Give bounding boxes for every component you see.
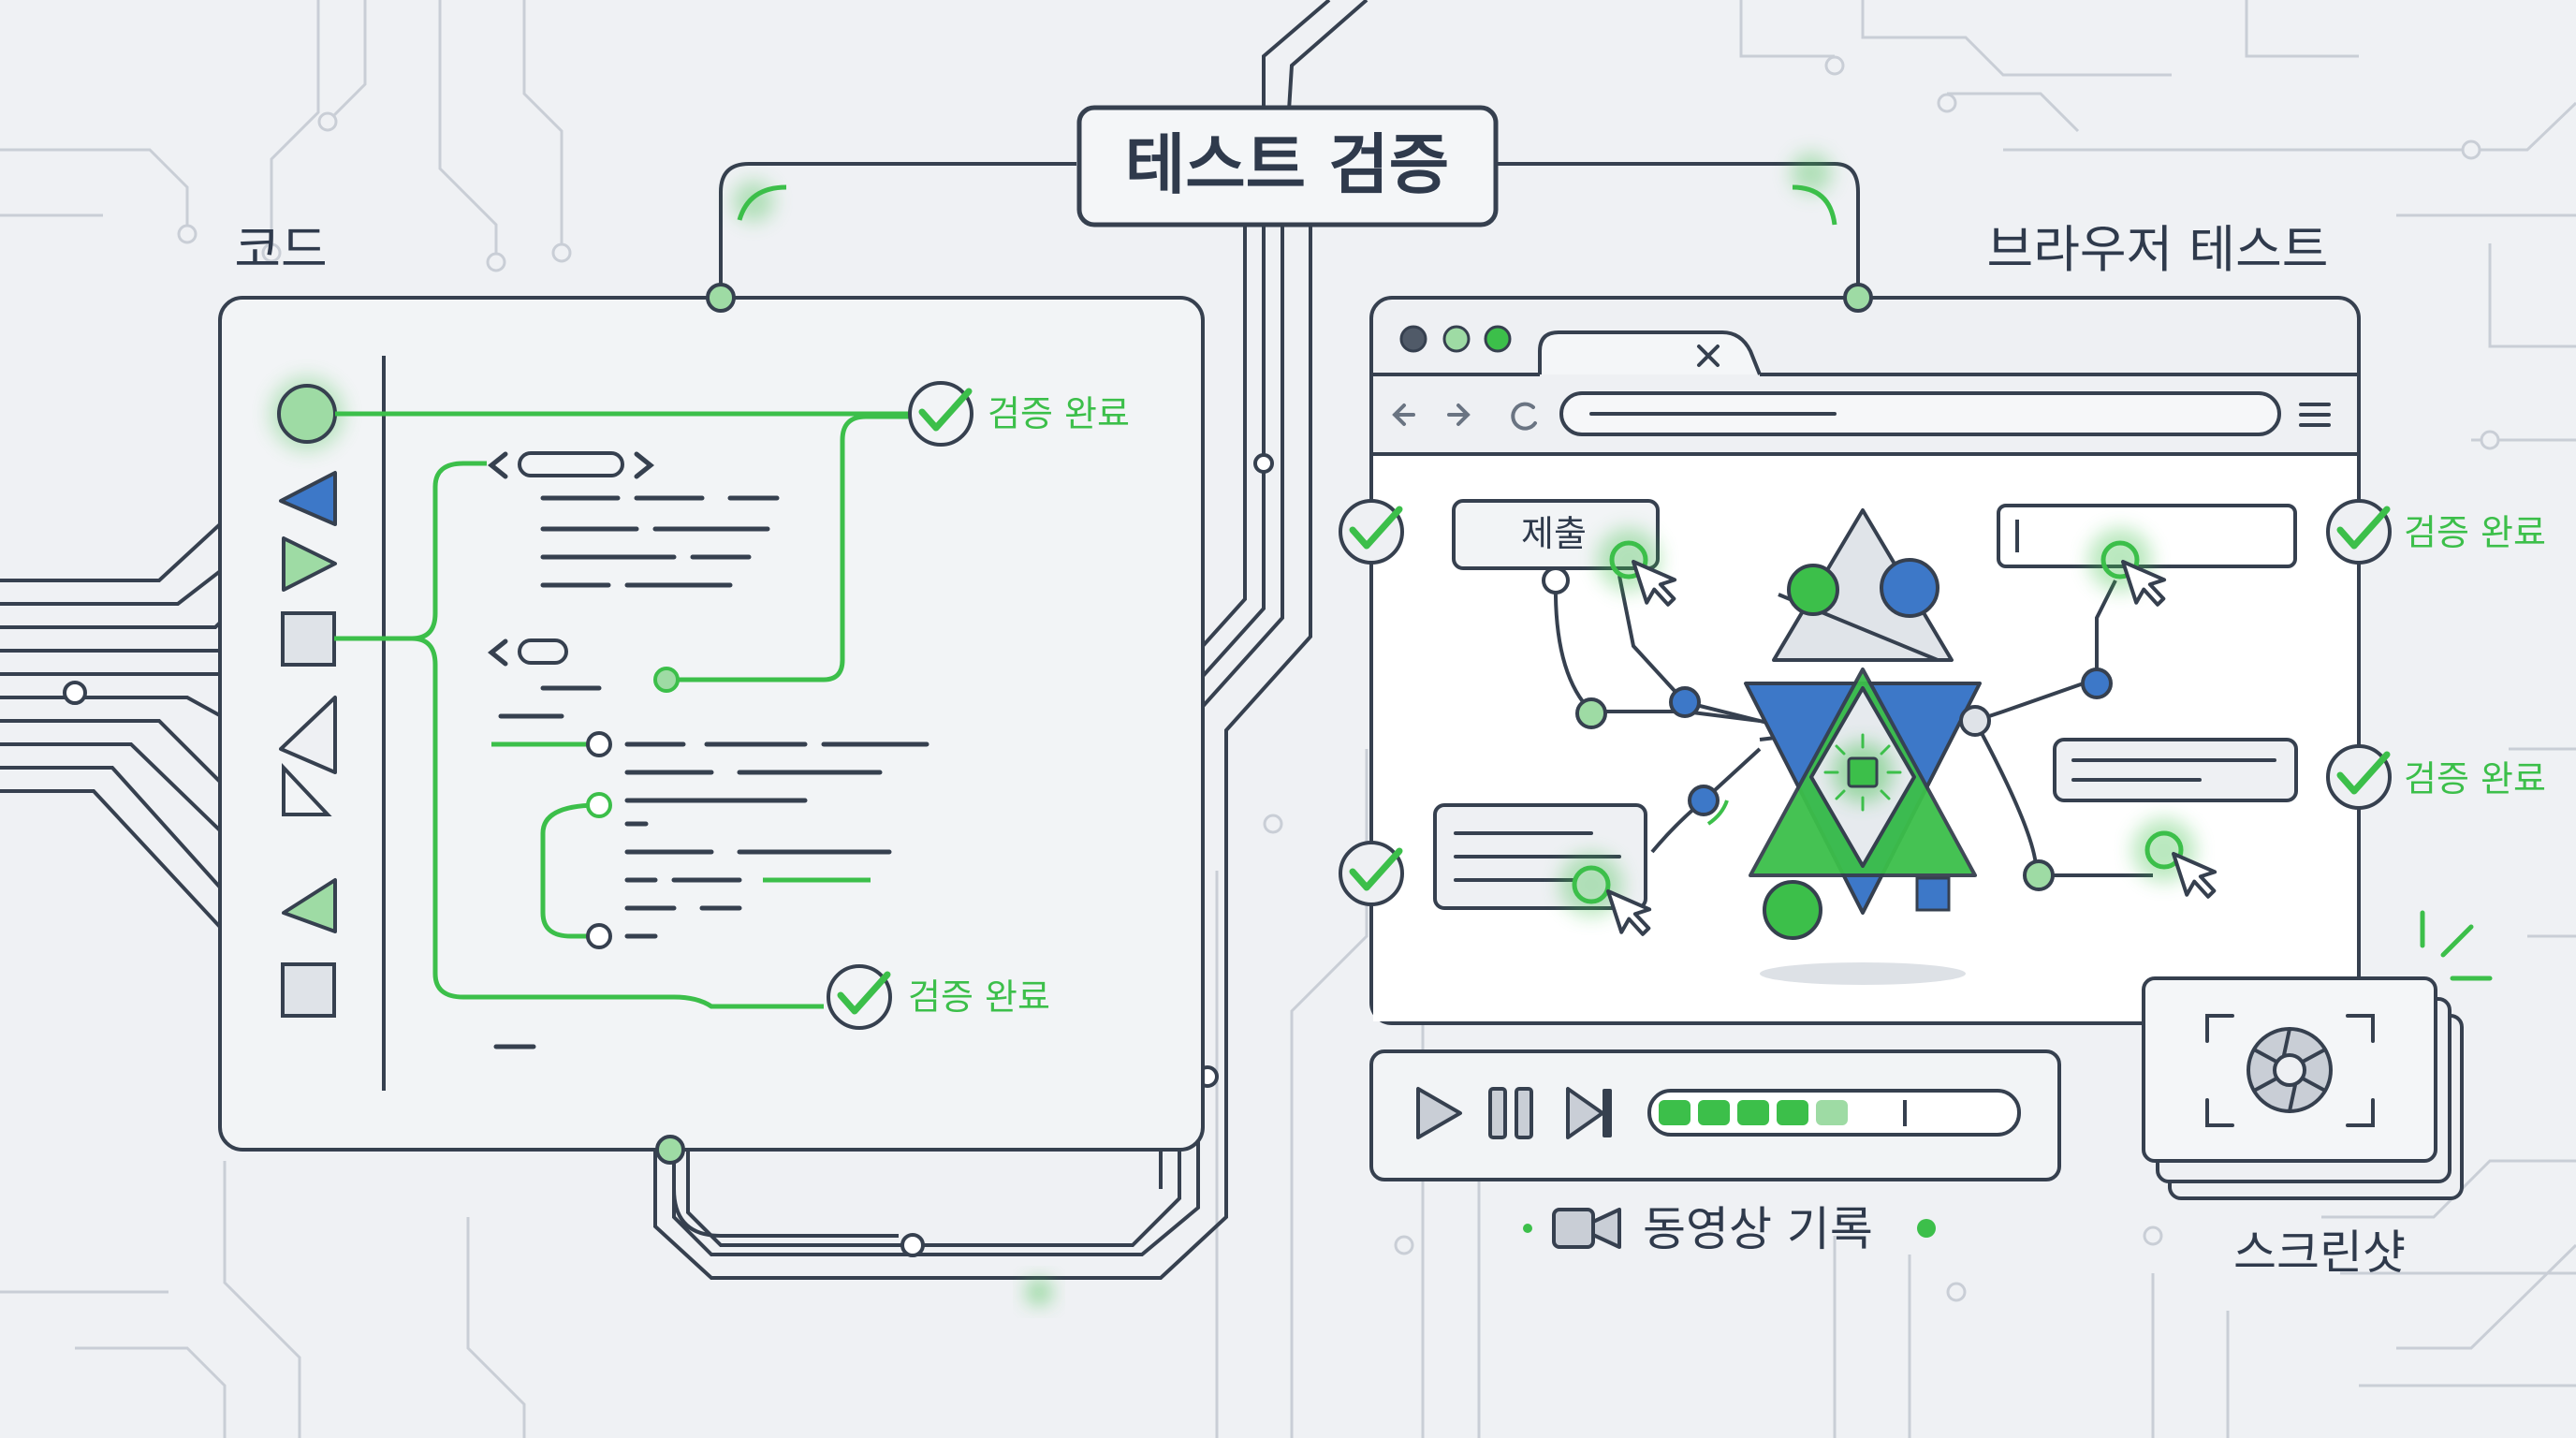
circuit-node: [1253, 453, 1274, 474]
gutter-triangle-outline: [282, 762, 332, 816]
window-dot[interactable]: [1399, 325, 1427, 353]
code-panel-label: 코드: [234, 220, 327, 279]
progress-segment: [1816, 1100, 1848, 1125]
code-lines: [487, 451, 929, 1049]
glow-dot: [1791, 153, 1832, 194]
back-arrow-icon[interactable]: [1392, 404, 1415, 426]
menu-icon[interactable]: [2299, 403, 2331, 427]
check-icon: [1349, 506, 1403, 550]
refresh-icon[interactable]: [1511, 402, 1537, 431]
check-icon: [2336, 506, 2391, 550]
flash-burst: [2420, 910, 2493, 981]
forward-arrow-icon[interactable]: [1447, 404, 1471, 426]
record-dot: [1523, 1224, 1532, 1233]
background-circuit-nodes: [177, 55, 2500, 1302]
check-icon: [1349, 847, 1403, 891]
progress-segment: [1698, 1100, 1730, 1125]
video-progress-fill: [1659, 1100, 1848, 1125]
browser-check-left-2: [1339, 841, 1404, 906]
pause-icon[interactable]: [1488, 1087, 1533, 1139]
center-emblem: [1706, 508, 1982, 940]
gutter-triangle-blue: [279, 471, 337, 526]
text-card: [2053, 738, 2298, 802]
verified-label: 검증 완료: [908, 976, 1050, 1018]
click-ring: [2100, 540, 2140, 580]
camera-shutter-icon: [2205, 1014, 2375, 1127]
record-dot: [1917, 1219, 1936, 1238]
browser-panel-label: 브라우저 테스트: [1987, 220, 2329, 279]
window-dot[interactable]: [1484, 325, 1512, 353]
circuit-node: [900, 1233, 925, 1257]
verified-label: 검증 완료: [2404, 758, 2546, 800]
glow-dot: [733, 181, 774, 222]
gutter-circle: [277, 384, 337, 444]
network-node: [2081, 668, 2113, 699]
code-flow-node: [653, 667, 680, 693]
gutter-triangle-outline: [279, 696, 337, 774]
skip-forward-icon[interactable]: [1566, 1087, 1612, 1139]
progress-segment: [1659, 1100, 1690, 1125]
code-check-1: 검증 완료: [908, 381, 1130, 447]
code-check-2: 검증 완료: [827, 964, 1050, 1030]
shadow: [1760, 962, 1966, 985]
browser-top-node: [1843, 283, 1873, 313]
browser-check-right-1: 검증 완료: [2326, 499, 2546, 565]
screenshot-label: 스크린샷: [2233, 1225, 2406, 1280]
browser-check-right-2: 검증 완료: [2326, 744, 2546, 810]
gutter-triangle-green: [282, 536, 337, 592]
verified-label: 검증 완료: [2404, 512, 2546, 553]
close-icon[interactable]: [1697, 345, 1720, 367]
address-bar[interactable]: [1559, 391, 2281, 436]
check-icon: [2336, 751, 2391, 795]
code-flow-node: [586, 792, 612, 818]
browser-check-left-1: [1339, 499, 1404, 565]
verified-label: 검증 완료: [988, 393, 1130, 434]
click-ring: [1609, 540, 1648, 580]
gutter-square: [281, 962, 336, 1018]
text-card-lines: [2071, 758, 2276, 782]
network-node: [1959, 705, 1991, 737]
code-panel-bottom-node: [655, 1135, 685, 1165]
network-node: [2023, 859, 2055, 891]
code-flow-node: [586, 923, 612, 949]
video-recording-label: 동영상 기록: [1643, 1202, 1873, 1256]
video-camera-icon: [1552, 1208, 1621, 1249]
click-glow: [1559, 853, 1623, 917]
code-flow-lines: [334, 411, 917, 1009]
input-node: [63, 681, 87, 705]
window-dot[interactable]: [1442, 325, 1471, 353]
browser-tab[interactable]: [1538, 330, 1762, 375]
network-node: [1542, 566, 1570, 594]
network-node: [1669, 686, 1701, 718]
play-icon[interactable]: [1416, 1087, 1462, 1139]
glow-dot: [1026, 1279, 1052, 1305]
network-node: [1575, 697, 1607, 729]
click-ring: [1572, 865, 1611, 904]
progress-segment: [1777, 1100, 1808, 1125]
gutter-square: [281, 611, 336, 667]
check-icon: [918, 388, 973, 432]
code-panel-top-node: [706, 283, 736, 313]
circuit-trace: [672, 1152, 899, 1238]
gutter-triangle-green: [282, 878, 337, 933]
title-connectors: [719, 162, 1860, 300]
submit-button-label: 제출: [1521, 513, 1587, 554]
title-box: [1076, 105, 1499, 227]
progress-segment: [1737, 1100, 1769, 1125]
click-ring: [2144, 830, 2184, 870]
code-flow-node: [586, 731, 612, 757]
network-node: [1688, 785, 1720, 816]
check-icon: [837, 971, 891, 1015]
diagram-title: 테스트 검증: [1125, 126, 1449, 203]
